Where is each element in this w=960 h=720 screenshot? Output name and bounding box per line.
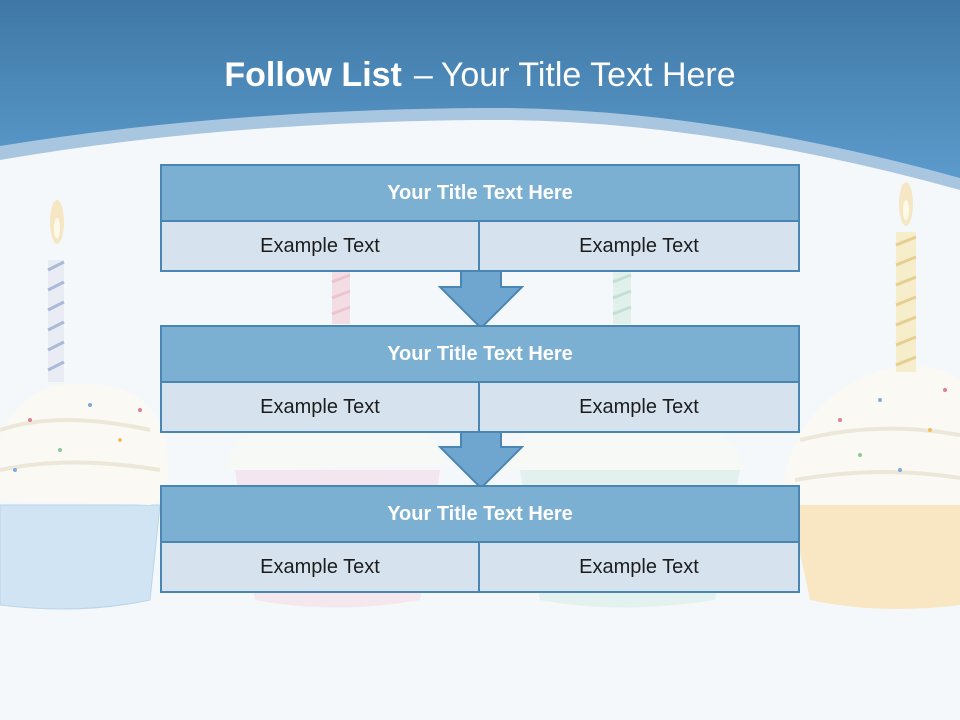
slide-title-dash: –	[413, 56, 433, 94]
block-row: Example Text Example Text	[160, 222, 800, 272]
block-title: Your Title Text Here	[160, 325, 800, 383]
follow-list-diagram: Your Title Text Here Example Text Exampl…	[160, 0, 800, 720]
list-block-2: Your Title Text Here Example Text Exampl…	[160, 325, 800, 433]
down-arrow-icon	[438, 270, 524, 330]
block-row: Example Text Example Text	[160, 383, 800, 433]
block-title: Your Title Text Here	[160, 164, 800, 222]
block-cell-right: Example Text	[480, 383, 800, 433]
block-title: Your Title Text Here	[160, 485, 800, 543]
block-cell-left: Example Text	[160, 383, 480, 433]
slide-title-bold: Follow List	[224, 56, 402, 94]
slide-title-rest: Your Title Text Here	[440, 56, 736, 94]
block-cell-left: Example Text	[160, 222, 480, 272]
block-cell-right: Example Text	[480, 222, 800, 272]
list-block-3: Your Title Text Here Example Text Exampl…	[160, 485, 800, 593]
block-cell-left: Example Text	[160, 543, 480, 593]
down-arrow-icon	[438, 430, 524, 490]
block-cell-right: Example Text	[480, 543, 800, 593]
slide-title: Follow List–Your Title Text Here	[0, 52, 960, 98]
block-row: Example Text Example Text	[160, 543, 800, 593]
list-block-1: Your Title Text Here Example Text Exampl…	[160, 164, 800, 272]
